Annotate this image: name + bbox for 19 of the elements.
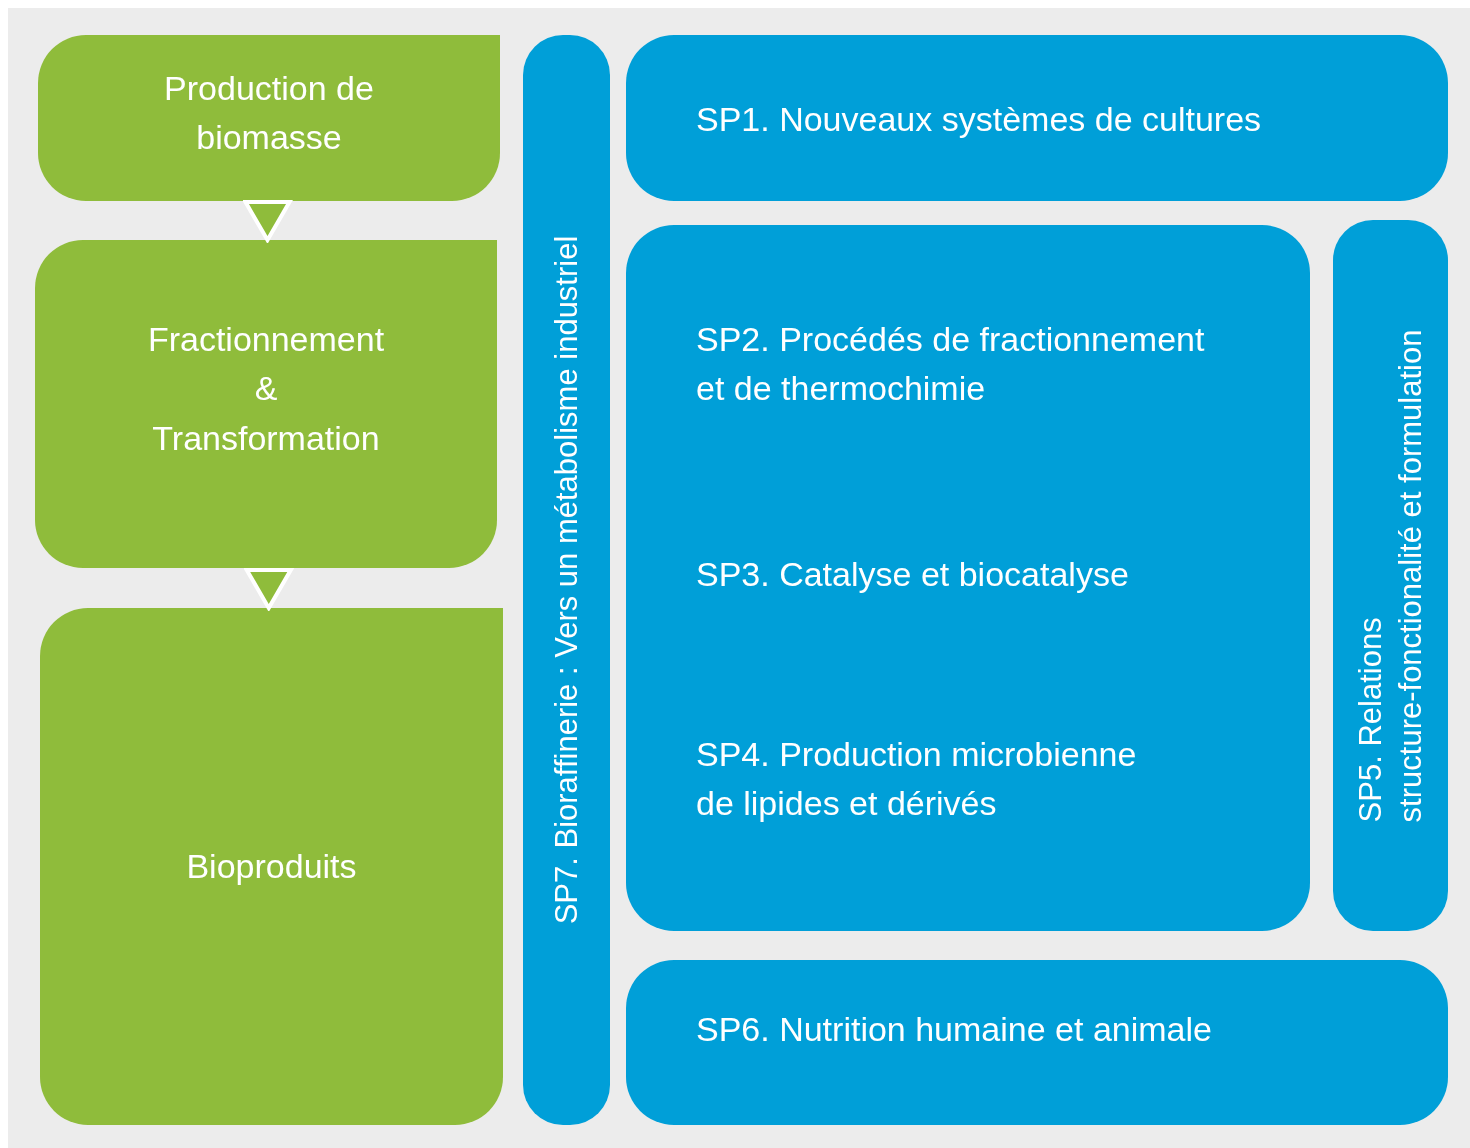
box-label: SP3. Catalyse et biocatalyse (696, 554, 1129, 595)
box-label: Bioproduits (186, 845, 357, 887)
process-box (38, 35, 500, 201)
box-label: SP1. Nouveaux systèmes de cultures (696, 99, 1262, 140)
box-label: SP5. Relations structure-fonctionalité et formulation (1351, 329, 1429, 822)
subproject-bar (1333, 220, 1448, 931)
box-label: SP2. Procédés de fractionnement et de thermochimie (696, 319, 1205, 410)
subproject-box (626, 35, 1448, 201)
box-label: SP7. Bioraffinerie : Vers un métabolisme industriel (547, 235, 585, 925)
box-label: SP6. Nutrition humaine et animale (696, 1009, 1212, 1050)
box-label: Production de biomasse (164, 67, 374, 158)
process-box (35, 240, 497, 568)
subproject-box (626, 960, 1448, 1125)
process-box (40, 608, 503, 1125)
box-label: SP4. Production microbienne de lipides et dérivés (696, 734, 1137, 825)
arrow (244, 567, 293, 610)
subproject-box (626, 225, 1310, 931)
arrow (243, 200, 292, 242)
box-label: Fractionnement & Transformation (147, 319, 385, 459)
